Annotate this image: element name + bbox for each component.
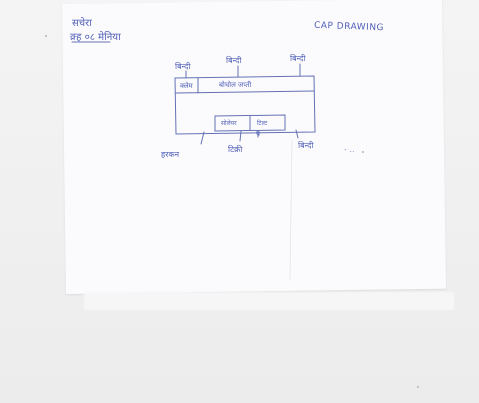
top-label-3: बिन्दी xyxy=(290,54,306,63)
side-marks: ‑ .. xyxy=(344,145,355,154)
inner-box xyxy=(214,114,286,132)
paper-crease xyxy=(289,139,293,281)
bottom-connector-1 xyxy=(200,131,205,145)
top-label-2: बिन्दी xyxy=(226,56,242,65)
bottom-connector-3 xyxy=(295,129,299,139)
speck-2 xyxy=(417,386,419,388)
bottom-label-3: बिन्दी xyxy=(298,141,314,150)
bottom-label-1: हरकन xyxy=(161,150,180,159)
paper-shadow xyxy=(84,292,454,310)
bottom-connector-2 xyxy=(239,130,242,142)
inner-box-right-cell-label: टिल्ट xyxy=(257,120,268,127)
outer-box-left-cell-label: क्लेम xyxy=(180,82,193,90)
outer-box-top-divider xyxy=(175,90,315,94)
speck-1 xyxy=(45,35,47,37)
outer-box-right-cell-label: बोचोल जप्ती xyxy=(219,81,252,89)
header-left-line1: सचेरा xyxy=(72,18,92,29)
outer-box xyxy=(174,75,316,135)
inner-box-left-cell-label: सोलेयर xyxy=(221,120,237,127)
bottom-label-2: टिक्री xyxy=(228,145,243,154)
top-label-1: बिन्दी xyxy=(175,62,191,71)
speck-3 xyxy=(362,151,364,153)
header-left-line2: क्र्ह ०८ मेनिया xyxy=(70,32,121,43)
